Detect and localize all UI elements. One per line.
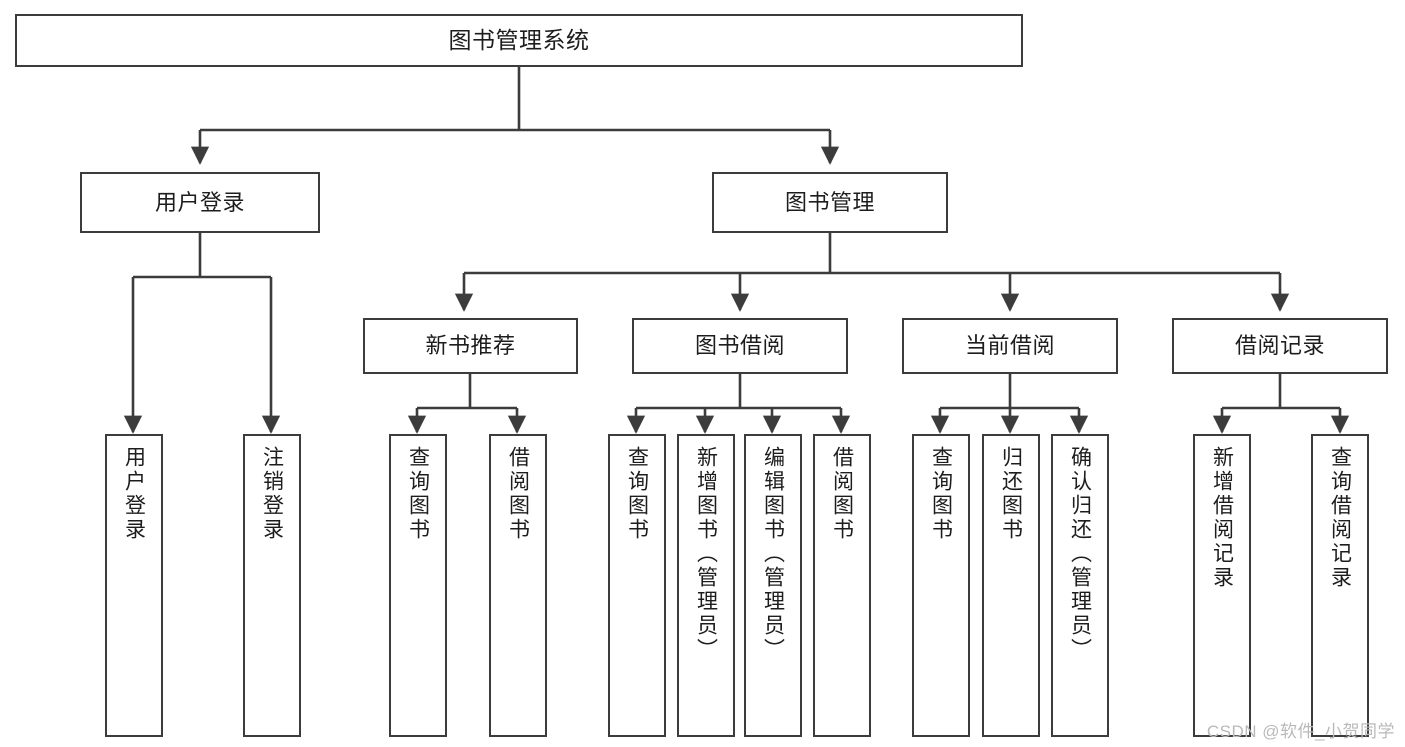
- node-label: 图书管理系统: [448, 27, 590, 54]
- node-label: 借阅图书: [506, 446, 530, 542]
- leaf-current-query-book[interactable]: 查询图书: [912, 434, 970, 737]
- leaf-record-query-record[interactable]: 查询借阅记录: [1311, 434, 1369, 737]
- node-label: 当前借阅: [964, 333, 1055, 359]
- node-borrow-record[interactable]: 借阅记录: [1172, 318, 1388, 374]
- leaf-borrow-query-book[interactable]: 查询图书: [608, 434, 666, 737]
- node-user-login[interactable]: 用户登录: [80, 172, 320, 233]
- node-current-borrow[interactable]: 当前借阅: [902, 318, 1118, 374]
- node-label: 用户登录: [154, 189, 245, 215]
- leaf-new-book-query[interactable]: 查询图书: [389, 434, 447, 737]
- node-root-system[interactable]: 图书管理系统: [15, 14, 1023, 67]
- node-label: 图书管理: [784, 189, 875, 215]
- node-label: 查询图书: [929, 446, 953, 542]
- leaf-record-add-record[interactable]: 新增借阅记录: [1193, 434, 1251, 737]
- node-book-management[interactable]: 图书管理: [712, 172, 948, 233]
- node-book-borrow[interactable]: 图书借阅: [632, 318, 848, 374]
- node-label: 编辑图书（管理员）: [761, 446, 785, 662]
- leaf-borrow-add-book-admin[interactable]: 新增图书（管理员）: [677, 434, 735, 737]
- leaf-borrow-edit-book-admin[interactable]: 编辑图书（管理员）: [744, 434, 802, 737]
- node-label: 确认归还（管理员）: [1068, 446, 1092, 662]
- node-label: 查询图书: [406, 446, 430, 542]
- node-label: 新增借阅记录: [1210, 446, 1234, 590]
- node-label: 图书借阅: [694, 333, 785, 359]
- node-label: 查询借阅记录: [1328, 446, 1352, 590]
- node-label: 借阅记录: [1234, 333, 1325, 359]
- leaf-current-confirm-return-admin[interactable]: 确认归还（管理员）: [1051, 434, 1109, 737]
- node-label: 借阅图书: [830, 446, 854, 542]
- leaf-user-login-logout[interactable]: 注销登录: [243, 434, 301, 737]
- node-label: 用户登录: [122, 446, 146, 542]
- node-label: 归还图书: [999, 446, 1023, 542]
- leaf-new-book-borrow[interactable]: 借阅图书: [489, 434, 547, 737]
- watermark-text: CSDN @软件_小贺同学: [1206, 722, 1395, 741]
- node-label: 注销登录: [260, 446, 284, 542]
- node-label: 新书推荐: [425, 333, 516, 359]
- node-new-book-recommend[interactable]: 新书推荐: [363, 318, 578, 374]
- leaf-borrow-borrow-book[interactable]: 借阅图书: [813, 434, 871, 737]
- node-label: 查询图书: [625, 446, 649, 542]
- node-label: 新增图书（管理员）: [694, 446, 718, 662]
- leaf-user-login-login[interactable]: 用户登录: [105, 434, 163, 737]
- leaf-current-return-book[interactable]: 归还图书: [982, 434, 1040, 737]
